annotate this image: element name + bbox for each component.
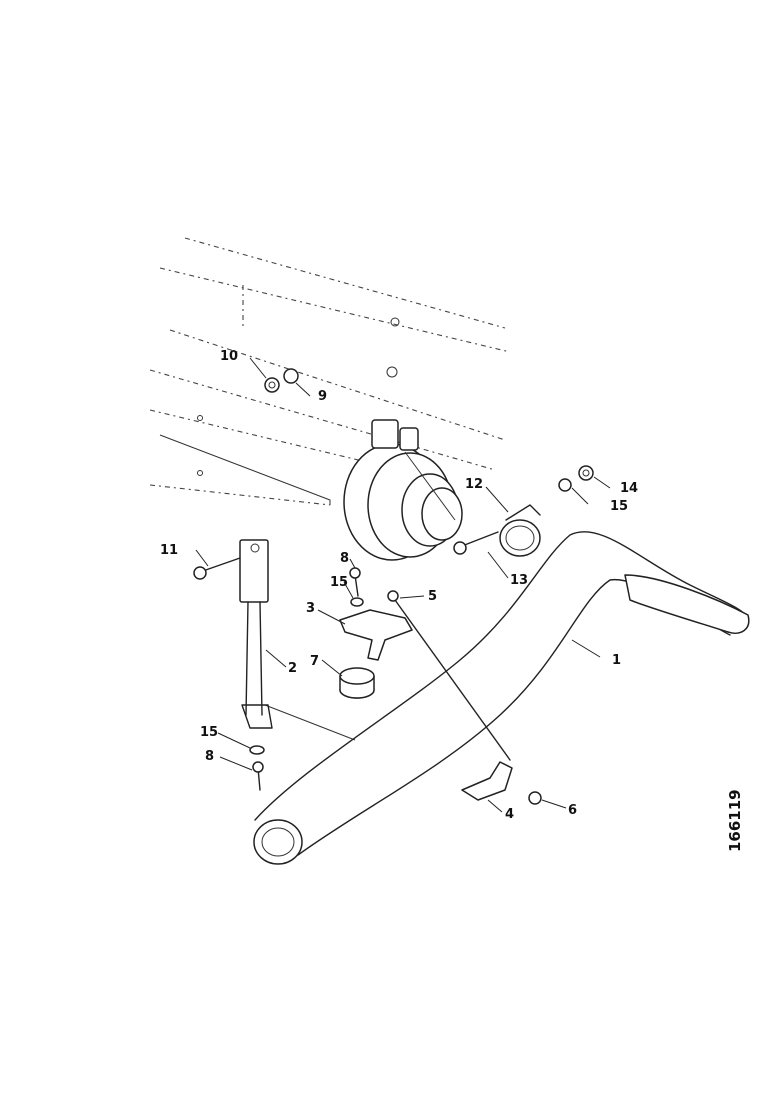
callout-14: 14 <box>620 481 638 496</box>
callout-1: 1 <box>612 653 621 668</box>
callout-2: 2 <box>288 661 297 676</box>
figure-number: 166119 <box>726 789 744 852</box>
washer-15-top <box>350 597 364 607</box>
callout-3: 3 <box>306 601 315 616</box>
callout-5: 5 <box>428 589 437 604</box>
callout-12: 12 <box>465 477 483 492</box>
callout-8-top: 8 <box>340 551 349 566</box>
exhaust-pipe <box>253 531 750 865</box>
washer-15-right <box>558 478 572 492</box>
nut-14 <box>578 465 594 481</box>
bolt-13 <box>453 531 499 555</box>
nut-5 <box>387 590 399 602</box>
callout-15-right: 15 <box>610 499 628 514</box>
washer-15-bottom <box>249 745 265 755</box>
callout-15-top: 15 <box>330 575 348 590</box>
vehicle-frame <box>149 237 511 741</box>
nut-10 <box>264 377 280 393</box>
fasteners <box>193 368 594 805</box>
hanger-strap <box>239 539 273 729</box>
gearbox-flange <box>343 419 463 561</box>
nut-6 <box>528 791 542 805</box>
callout-8-bottom: 8 <box>205 749 214 764</box>
rear-bracket <box>394 599 513 801</box>
callout-13: 13 <box>510 573 528 588</box>
bolt-8-bottom <box>252 761 264 791</box>
callout-11: 11 <box>160 543 178 558</box>
callout-6: 6 <box>568 803 577 818</box>
callout-7: 7 <box>310 654 319 669</box>
bolt-8-top <box>349 567 361 597</box>
washer-9 <box>283 368 299 384</box>
callout-15-bottom: 15 <box>200 725 218 740</box>
bracket <box>339 609 413 661</box>
bolt-11 <box>193 557 241 580</box>
callout-labels: 10 9 11 12 14 15 13 8 15 5 3 7 2 1 15 8 … <box>160 349 638 822</box>
leader-lines <box>195 357 611 813</box>
callout-9: 9 <box>318 389 327 404</box>
callout-10: 10 <box>220 349 238 364</box>
callout-4: 4 <box>505 807 514 822</box>
pipe-clamp <box>499 504 541 557</box>
rubber-mount <box>339 667 375 699</box>
